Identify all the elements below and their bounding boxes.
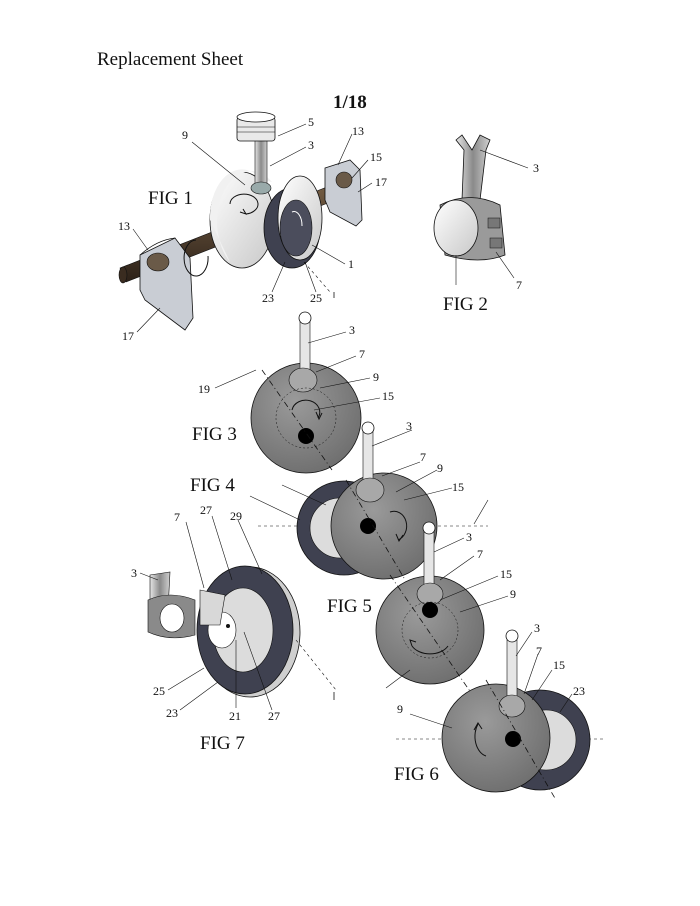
fig1-label-15: 15 xyxy=(370,150,382,164)
fig1-title: FIG 1 xyxy=(148,188,193,209)
fig3-label-7: 7 xyxy=(359,347,365,361)
fig1-label-23: 23 xyxy=(262,291,274,305)
fig1-label-25: 25 xyxy=(310,291,322,305)
fig6-label-9: 9 xyxy=(397,702,403,716)
fig1-label-3: 3 xyxy=(308,138,314,152)
fig1-assembly xyxy=(119,112,372,332)
fig1-label-9: 9 xyxy=(182,128,188,142)
fig4-label-3: 3 xyxy=(406,419,412,433)
fig3-disc xyxy=(215,312,380,473)
fig6-label-15: 15 xyxy=(553,658,565,672)
fig1-label-13a: 13 xyxy=(352,124,364,138)
fig6-title: FIG 6 xyxy=(394,764,439,785)
fig5-label-7: 7 xyxy=(477,547,483,561)
fig2-label-7: 7 xyxy=(516,278,522,292)
fig1-label-17b: 17 xyxy=(122,329,134,343)
fig7-label-23: 23 xyxy=(166,706,178,720)
fig7-label-21: 21 xyxy=(229,709,241,723)
fig7-label-29: 29 xyxy=(230,509,242,523)
fig1-label-13b: 13 xyxy=(118,219,130,233)
fig4-label-7: 7 xyxy=(420,450,426,464)
fig5-label-15: 15 xyxy=(500,567,512,581)
fig7-label-7: 7 xyxy=(174,510,180,524)
fig1-label-17a: 17 xyxy=(375,175,387,189)
fig3-label-15: 15 xyxy=(382,389,394,403)
fig1-label-5: 5 xyxy=(308,115,314,129)
fig2-title: FIG 2 xyxy=(443,294,488,315)
fig5-label-9: 9 xyxy=(510,587,516,601)
fig3-title: FIG 3 xyxy=(192,424,237,445)
fig7-label-27b: 27 xyxy=(268,709,280,723)
fig4-label-15: 15 xyxy=(452,480,464,494)
fig6-label-23: 23 xyxy=(573,684,585,698)
fig3-label-19: 19 xyxy=(198,382,210,396)
fig5-title: FIG 5 xyxy=(327,596,372,617)
fig7-label-3: 3 xyxy=(131,566,137,580)
fig3-label-3: 3 xyxy=(349,323,355,337)
fig5-label-3: 3 xyxy=(466,530,472,544)
fig1-label-1: 1 xyxy=(348,257,354,271)
fig2-connecting-rod xyxy=(434,135,528,285)
fig4-title: FIG 4 xyxy=(190,475,235,496)
fig6-label-7: 7 xyxy=(536,644,542,658)
fig7-label-27a: 27 xyxy=(200,503,212,517)
fig4-label-9: 9 xyxy=(437,461,443,475)
fig6-label-3: 3 xyxy=(534,621,540,635)
fig7-label-25: 25 xyxy=(153,684,165,698)
fig7-title: FIG 7 xyxy=(200,733,245,754)
fig2-label-3: 3 xyxy=(533,161,539,175)
fig3-label-9: 9 xyxy=(373,370,379,384)
